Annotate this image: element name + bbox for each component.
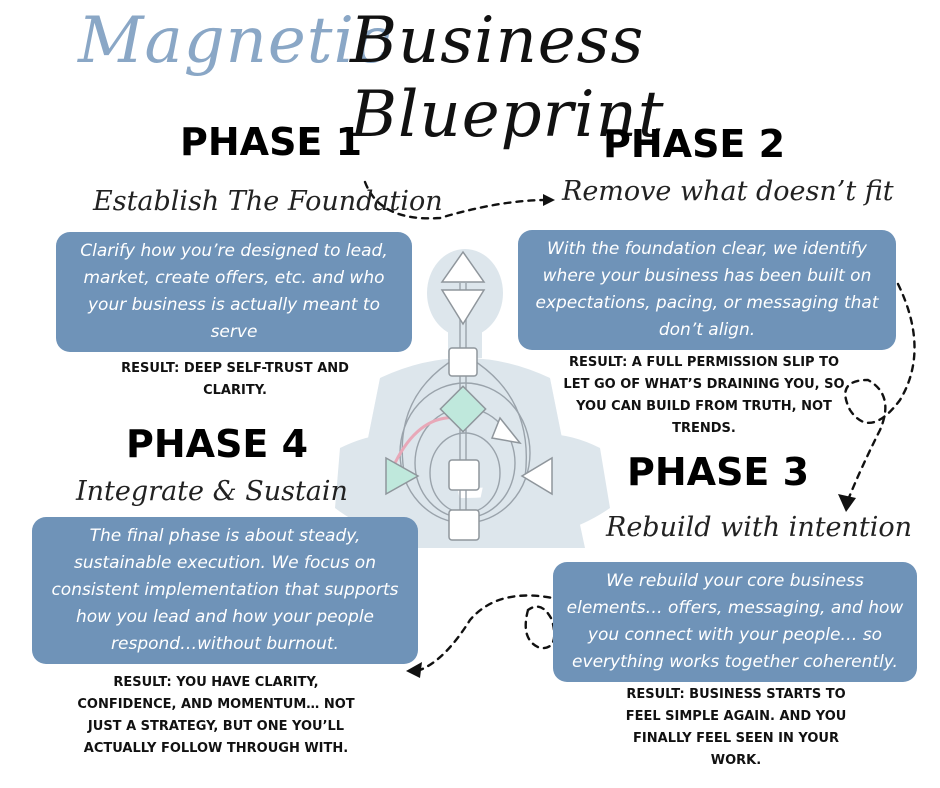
phase-4-result: RESULT: YOU HAVE CLARITY, CONFIDENCE, AN… <box>77 675 355 756</box>
phase-1-heading: PHASE 1 <box>180 120 363 164</box>
title-magnetic: Magnetic <box>78 4 392 78</box>
phase-3-subtitle: Rebuild with intention <box>606 512 913 543</box>
phase-3-heading: PHASE 3 <box>627 450 810 494</box>
title-business-blueprint: Business Blueprint <box>350 4 665 152</box>
phase-4-subtitle: Integrate & Sustain <box>76 476 348 507</box>
phase-3-result: RESULT: BUSINESS STARTS TO FEEL SIMPLE A… <box>625 687 847 768</box>
phase-3-description: We rebuild your core business elements… … <box>553 562 917 682</box>
phase-2-heading: PHASE 2 <box>603 122 786 166</box>
phase-2-subtitle: Remove what doesn’t fit <box>562 176 894 207</box>
phase-4-description: The final phase is about steady, sustain… <box>32 517 418 664</box>
phase-2-description: With the foundation clear, we identify w… <box>518 230 896 350</box>
phase-1-description: Clarify how you’re designed to lead, mar… <box>56 232 412 352</box>
phase-4-heading: PHASE 4 <box>126 422 309 466</box>
phase-1-result: RESULT: DEEP SELF-TRUST AND CLARITY. <box>121 361 349 398</box>
phase-1-subtitle: Establish The Foundation <box>93 186 443 217</box>
phase-2-result: RESULT: A FULL PERMISSION SLIP TO LET GO… <box>563 355 845 436</box>
